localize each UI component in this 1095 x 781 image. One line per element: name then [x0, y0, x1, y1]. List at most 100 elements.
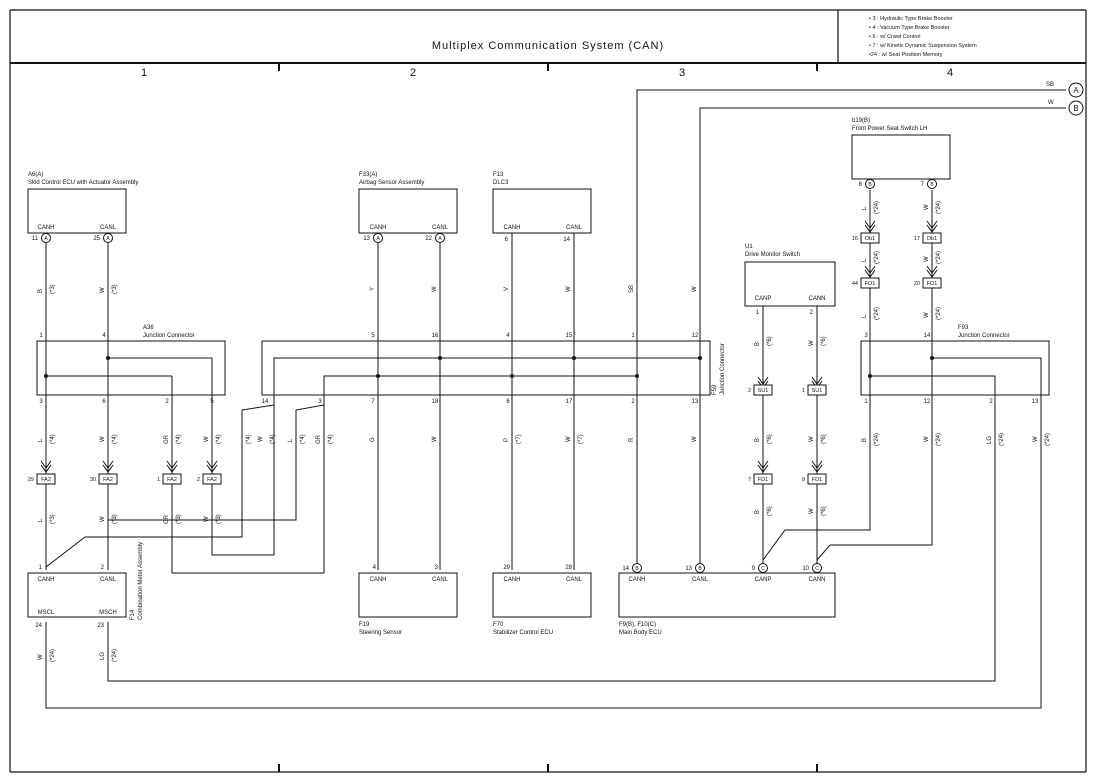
pin-name: CANP — [755, 296, 772, 302]
f19-box — [358, 572, 458, 618]
wire-color: L — [862, 258, 868, 262]
wire-color: W — [809, 340, 815, 346]
pin-number: 1 — [39, 565, 43, 571]
inline-connector-fa2: FA2 29 — [28, 460, 56, 485]
column-number: 4 — [947, 67, 953, 79]
wire-color: R — [629, 437, 635, 442]
wire-marker: (*4) — [328, 434, 334, 444]
pin-number: 24 — [35, 623, 42, 629]
f14-id: F14 — [130, 609, 136, 620]
a36-junction-box — [36, 340, 226, 396]
column-number: 1 — [141, 67, 147, 79]
page-title: Multiplex Communication System (CAN) — [432, 40, 664, 52]
offpage-ref-a: A — [1073, 86, 1079, 95]
pin-name: CANL — [100, 577, 117, 583]
connector-ref: C — [815, 566, 819, 572]
a6-box — [27, 188, 127, 234]
f9-box — [618, 572, 836, 618]
connector-ref: B — [698, 566, 702, 572]
wire-color: W — [432, 286, 438, 292]
pin-name: CANL — [432, 225, 449, 231]
pin-number: 5 — [371, 333, 375, 339]
pin-number: 29 — [503, 565, 510, 571]
wire-marker: (*24) — [999, 433, 1005, 446]
wire-color: W — [204, 436, 210, 442]
pin-number: 2 — [631, 399, 635, 405]
wire-color: LG — [100, 652, 106, 660]
svg-text:Ob1: Ob1 — [927, 236, 937, 242]
connector-ref: B — [930, 182, 934, 188]
svg-text:2: 2 — [748, 388, 751, 394]
wire-color: GR — [164, 514, 170, 524]
wire-marker: (*4) — [50, 434, 56, 444]
pin-name: CANH — [503, 225, 520, 231]
pin-number: 3 — [318, 399, 322, 405]
svg-text:2: 2 — [197, 477, 200, 483]
f33-box — [358, 188, 458, 234]
wire-color: W — [38, 654, 44, 660]
wire-color: B — [38, 289, 44, 293]
pin-number: 3 — [864, 333, 868, 339]
pin-number: 12 — [924, 399, 931, 405]
pin-number: 28 — [565, 565, 572, 571]
wire-color: L — [862, 314, 868, 318]
wire-color: GR — [164, 434, 170, 444]
pin-number: 13 — [1032, 399, 1039, 405]
svg-text:SU1: SU1 — [758, 388, 769, 394]
wire-color: L — [862, 206, 868, 210]
pin-number: 1 — [39, 333, 43, 339]
wire-color: W — [258, 436, 264, 442]
wire-marker: (*4) — [300, 434, 306, 444]
wire-marker: (*24) — [936, 251, 942, 264]
pin-name: CANL — [692, 577, 709, 583]
svg-text:29: 29 — [28, 477, 34, 483]
pin-number: 14 — [262, 399, 269, 405]
wire-marker: (*6) — [821, 434, 827, 444]
pin-number: 13 — [692, 399, 699, 405]
inline-connector-su1: SU1 2 — [748, 376, 773, 396]
wire-color: B — [755, 438, 761, 442]
svg-text:FD1: FD1 — [812, 477, 822, 483]
pin-name: CANH — [628, 577, 645, 583]
wire-color: W — [809, 508, 815, 514]
wire-color: SB — [629, 285, 635, 293]
wire-color: W — [924, 204, 930, 210]
svg-text:17: 17 — [914, 236, 920, 242]
pin-name: CANH — [37, 577, 54, 583]
f14-name: Combination Meter Assembly — [138, 542, 144, 620]
wire-color: G — [370, 437, 376, 442]
wire-marker: (*6) — [767, 434, 773, 444]
f59-junction-box — [261, 340, 711, 396]
inline-connector-ob1: Ob1 17 — [914, 220, 942, 244]
wire-marker: (*6) — [821, 506, 827, 516]
b19-box — [851, 134, 951, 180]
column-number: 3 — [679, 67, 685, 79]
pin-number: 9 — [752, 566, 756, 572]
svg-text:FA2: FA2 — [103, 477, 113, 483]
wire-color: Y — [370, 287, 376, 291]
f33-id: F33(A) — [359, 172, 377, 178]
svg-text:1: 1 — [157, 477, 160, 483]
pin-name: CANP — [755, 577, 772, 583]
wire-color: B — [755, 342, 761, 346]
f19-id: F19 — [359, 622, 370, 628]
wire-color: W — [924, 256, 930, 262]
pin-number: 5 — [210, 399, 214, 405]
pin-name: CANH — [369, 225, 386, 231]
wire-marker: (*4) — [176, 434, 182, 444]
pin-name: MSCL — [38, 610, 55, 616]
f93-junction-box — [860, 340, 1050, 396]
pin-number: 23 — [97, 623, 104, 629]
wire-color: SB — [1046, 82, 1054, 88]
pin-name: CANL — [566, 577, 583, 583]
pin-number: 16 — [432, 333, 439, 339]
wire-color: P — [504, 438, 510, 442]
wire-marker: (*3) — [50, 514, 56, 524]
pin-number: 4 — [373, 565, 377, 571]
wire-color: B — [755, 510, 761, 514]
svg-text:FA2: FA2 — [41, 477, 51, 483]
pin-number: 18 — [432, 399, 439, 405]
